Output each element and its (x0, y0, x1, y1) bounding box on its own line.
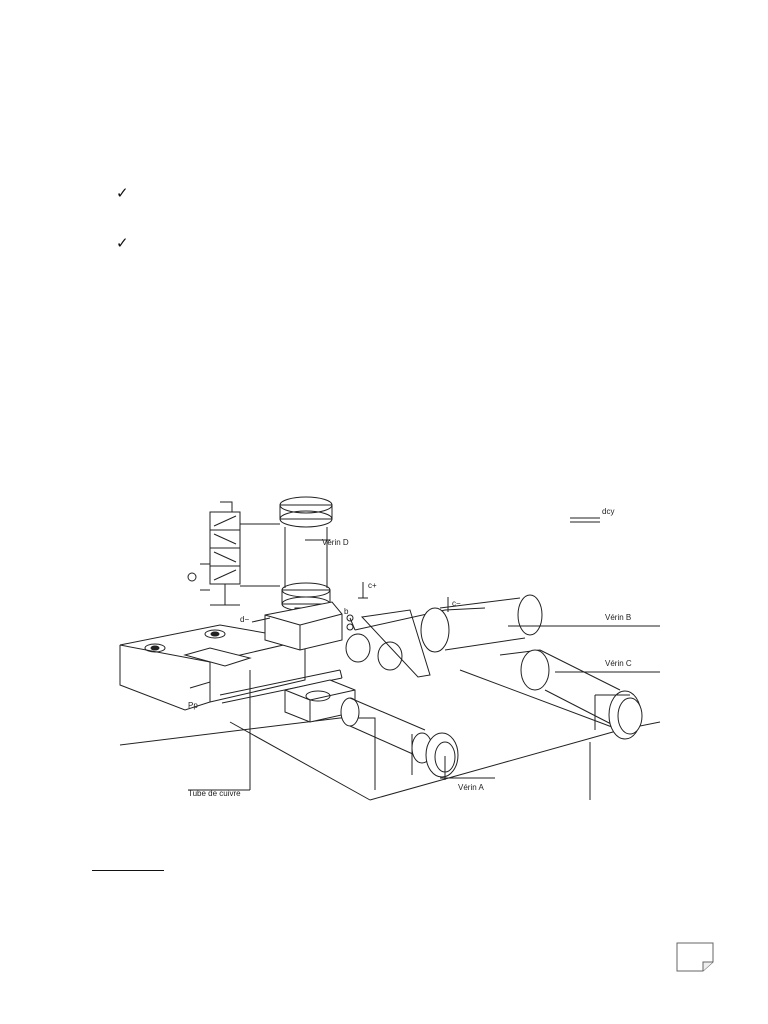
label-verin-c: Vérin C (605, 659, 632, 668)
page-corner-icon (676, 942, 714, 972)
base-platform (119, 669, 661, 801)
label-c-minus: c− (452, 599, 461, 608)
valve-symbol (187, 501, 241, 606)
label-c-plus: c+ (368, 581, 377, 590)
section-heading-underline (92, 870, 164, 871)
label-tube: Tube de cuivre (188, 789, 241, 798)
label-d-minus: d− (240, 615, 249, 624)
cylinder-a (340, 697, 459, 778)
pneumatic-system-diagram: Vérin D Vérin B Vérin C Vérin A Tube de … (100, 490, 680, 810)
label-dcy: dcy (602, 507, 614, 516)
cylinder-d (240, 496, 343, 651)
cylinder-c (499, 649, 643, 740)
label-verin-b: Vérin B (605, 613, 631, 622)
checkmark-icon: ✓ (116, 234, 129, 252)
sensor-marks (251, 517, 600, 631)
label-verin-d: Vérin D (322, 538, 349, 547)
fixture-block (119, 624, 306, 711)
cylinder-b (345, 594, 543, 678)
label-b: b (344, 607, 349, 616)
label-verin-a: Vérin A (458, 783, 484, 792)
leader-lines (188, 539, 660, 791)
label-pp: Pp (188, 701, 198, 710)
checkmark-icon: ✓ (116, 184, 129, 202)
